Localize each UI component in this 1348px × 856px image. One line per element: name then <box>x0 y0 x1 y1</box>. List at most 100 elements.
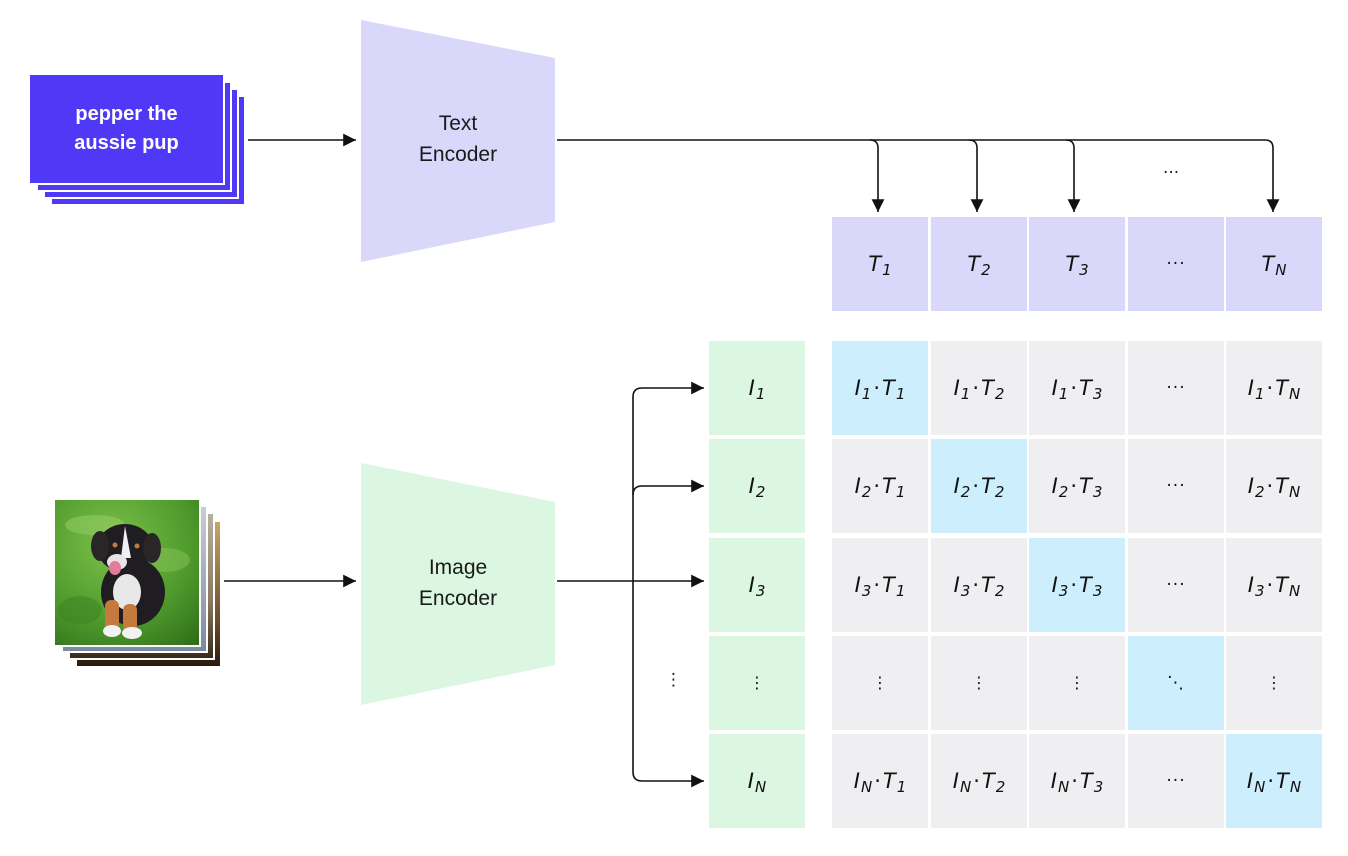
matrix-cell: I2·T1 <box>832 439 928 533</box>
image-term-subscript: 1 <box>861 385 872 403</box>
text-term-base: T <box>981 474 994 498</box>
text-term: TN <box>1275 573 1300 600</box>
dot-product-operator: · <box>1266 573 1274 597</box>
matrix-cell-diagonal: I3·T3 <box>1029 538 1125 632</box>
image-term-subscript: 3 <box>1058 582 1069 600</box>
text-term-base: T <box>882 474 895 498</box>
arrow-text-to-t1 <box>557 139 885 212</box>
image-term-base: I <box>1050 769 1057 793</box>
diagonal-ellipsis: ⋱ <box>1167 673 1185 693</box>
image-term: I3 <box>1247 573 1265 600</box>
image-encoder-label-1: Image <box>428 556 488 579</box>
text-term-subscript: 2 <box>994 483 1005 501</box>
image-term-base: I <box>1246 769 1254 793</box>
matrix-cell: IN·T3 <box>1029 734 1125 828</box>
text-term-base: T <box>882 376 895 400</box>
matrix-cell-diagonal: I2·T2 <box>931 439 1027 533</box>
text-embedding-label-subscript: N <box>1275 261 1287 279</box>
dot-product-operator: · <box>1266 376 1274 400</box>
image-term-subscript: 1 <box>1058 385 1069 403</box>
text-term-subscript: 2 <box>995 778 1006 796</box>
text-term-subscript: 1 <box>895 483 906 501</box>
image-embedding-label-base: I <box>748 474 755 498</box>
text-term: T1 <box>882 573 905 600</box>
text-term-base: T <box>1079 376 1092 400</box>
matrix-cell: ⋮ <box>1226 636 1322 730</box>
image-embedding-label-base: I <box>748 376 755 400</box>
matrix-cell: ⋮ <box>832 636 928 730</box>
matrix-cell-diagonal: IN·TN <box>1226 734 1322 828</box>
text-embedding-label: TN <box>1261 252 1287 279</box>
ellipsis-label: ··· <box>1166 254 1186 274</box>
arrow-image-to-in <box>632 581 704 788</box>
image-encoder-shape <box>361 463 555 705</box>
matrix-cell: I2·TN <box>1226 439 1322 533</box>
text-embedding-label-subscript: 3 <box>1079 261 1089 279</box>
image-embedding-label-subscript: 2 <box>755 483 766 501</box>
text-term: T3 <box>1080 769 1103 796</box>
dot-product-operator: · <box>873 474 881 498</box>
image-term-subscript: N <box>959 778 972 796</box>
image-embedding-cell: I3 <box>709 538 805 632</box>
image-encoder-label-2: Encoder <box>418 587 498 610</box>
text-embedding-cell: T1 <box>832 217 928 311</box>
text-embedding-label-base: T <box>967 252 981 276</box>
text-term-base: T <box>1079 474 1092 498</box>
text-caption-card: pepper the aussie pup <box>28 73 225 185</box>
text-term: T2 <box>981 376 1004 403</box>
image-term-subscript: N <box>1057 778 1070 796</box>
text-arrow-ellipsis: ··· <box>1163 163 1180 183</box>
image-term-base: I <box>853 769 860 793</box>
text-term-subscript: 3 <box>1092 385 1103 403</box>
horizontal-ellipsis: ··· <box>1166 771 1186 791</box>
dot-product-operator: · <box>972 474 980 498</box>
text-term: T1 <box>882 474 906 501</box>
matrix-cell: IN·T2 <box>931 734 1027 828</box>
text-term-base: T <box>1079 573 1092 597</box>
matrix-cell-diagonal: ⋱ <box>1128 636 1224 730</box>
text-embedding-label-base: T <box>1065 252 1079 276</box>
arrow-text-to-tn <box>1066 139 1280 212</box>
image-embedding-label-base: I <box>748 573 755 597</box>
text-embedding-label-subscript: 2 <box>981 261 991 279</box>
matrix-cell: I2·T3 <box>1029 439 1125 533</box>
image-term-base: I <box>1247 573 1254 597</box>
image-term: IN <box>1246 769 1265 796</box>
vertical-ellipsis: ⋮ <box>1069 673 1085 692</box>
image-term-subscript: 1 <box>1254 385 1265 403</box>
matrix-cell: ··· <box>1128 734 1224 828</box>
image-term-subscript: 2 <box>960 483 971 501</box>
image-term: I3 <box>1051 573 1069 600</box>
text-term-base: T <box>1275 376 1289 400</box>
matrix-cell: ⋮ <box>1029 636 1125 730</box>
matrix-cell: I3·TN <box>1226 538 1322 632</box>
image-embedding-cell: IN <box>709 734 805 828</box>
text-embedding-cell: T3 <box>1029 217 1125 311</box>
text-term-base: T <box>882 769 896 793</box>
image-term-base: I <box>953 474 960 498</box>
text-term-base: T <box>981 376 994 400</box>
image-term-base: I <box>854 573 861 597</box>
text-embedding-label-base: T <box>868 252 882 276</box>
text-term: T3 <box>1079 376 1103 403</box>
dot-product-operator: · <box>1071 769 1078 793</box>
text-embedding-label-subscript: 1 <box>882 261 892 279</box>
image-term-subscript: N <box>860 778 873 796</box>
text-encoder-label-1: Text <box>438 112 478 135</box>
text-embedding-label: T1 <box>868 252 892 279</box>
text-term: TN <box>1275 376 1300 403</box>
matrix-cell: IN·T1 <box>832 734 928 828</box>
text-term: T2 <box>982 769 1006 796</box>
image-term-base: I <box>854 474 861 498</box>
text-term-base: T <box>1276 769 1289 793</box>
image-term-base: I <box>854 376 861 400</box>
image-embedding-label-subscript: 1 <box>755 385 766 403</box>
dot-product-operator: · <box>1070 573 1078 597</box>
image-term-base: I <box>1051 573 1058 597</box>
arrow-image-to-i2 <box>632 479 704 496</box>
vertical-ellipsis: ⋮ <box>971 673 987 692</box>
image-term: I1 <box>854 376 872 403</box>
text-term: T3 <box>1079 573 1102 600</box>
image-term: IN <box>853 769 873 796</box>
